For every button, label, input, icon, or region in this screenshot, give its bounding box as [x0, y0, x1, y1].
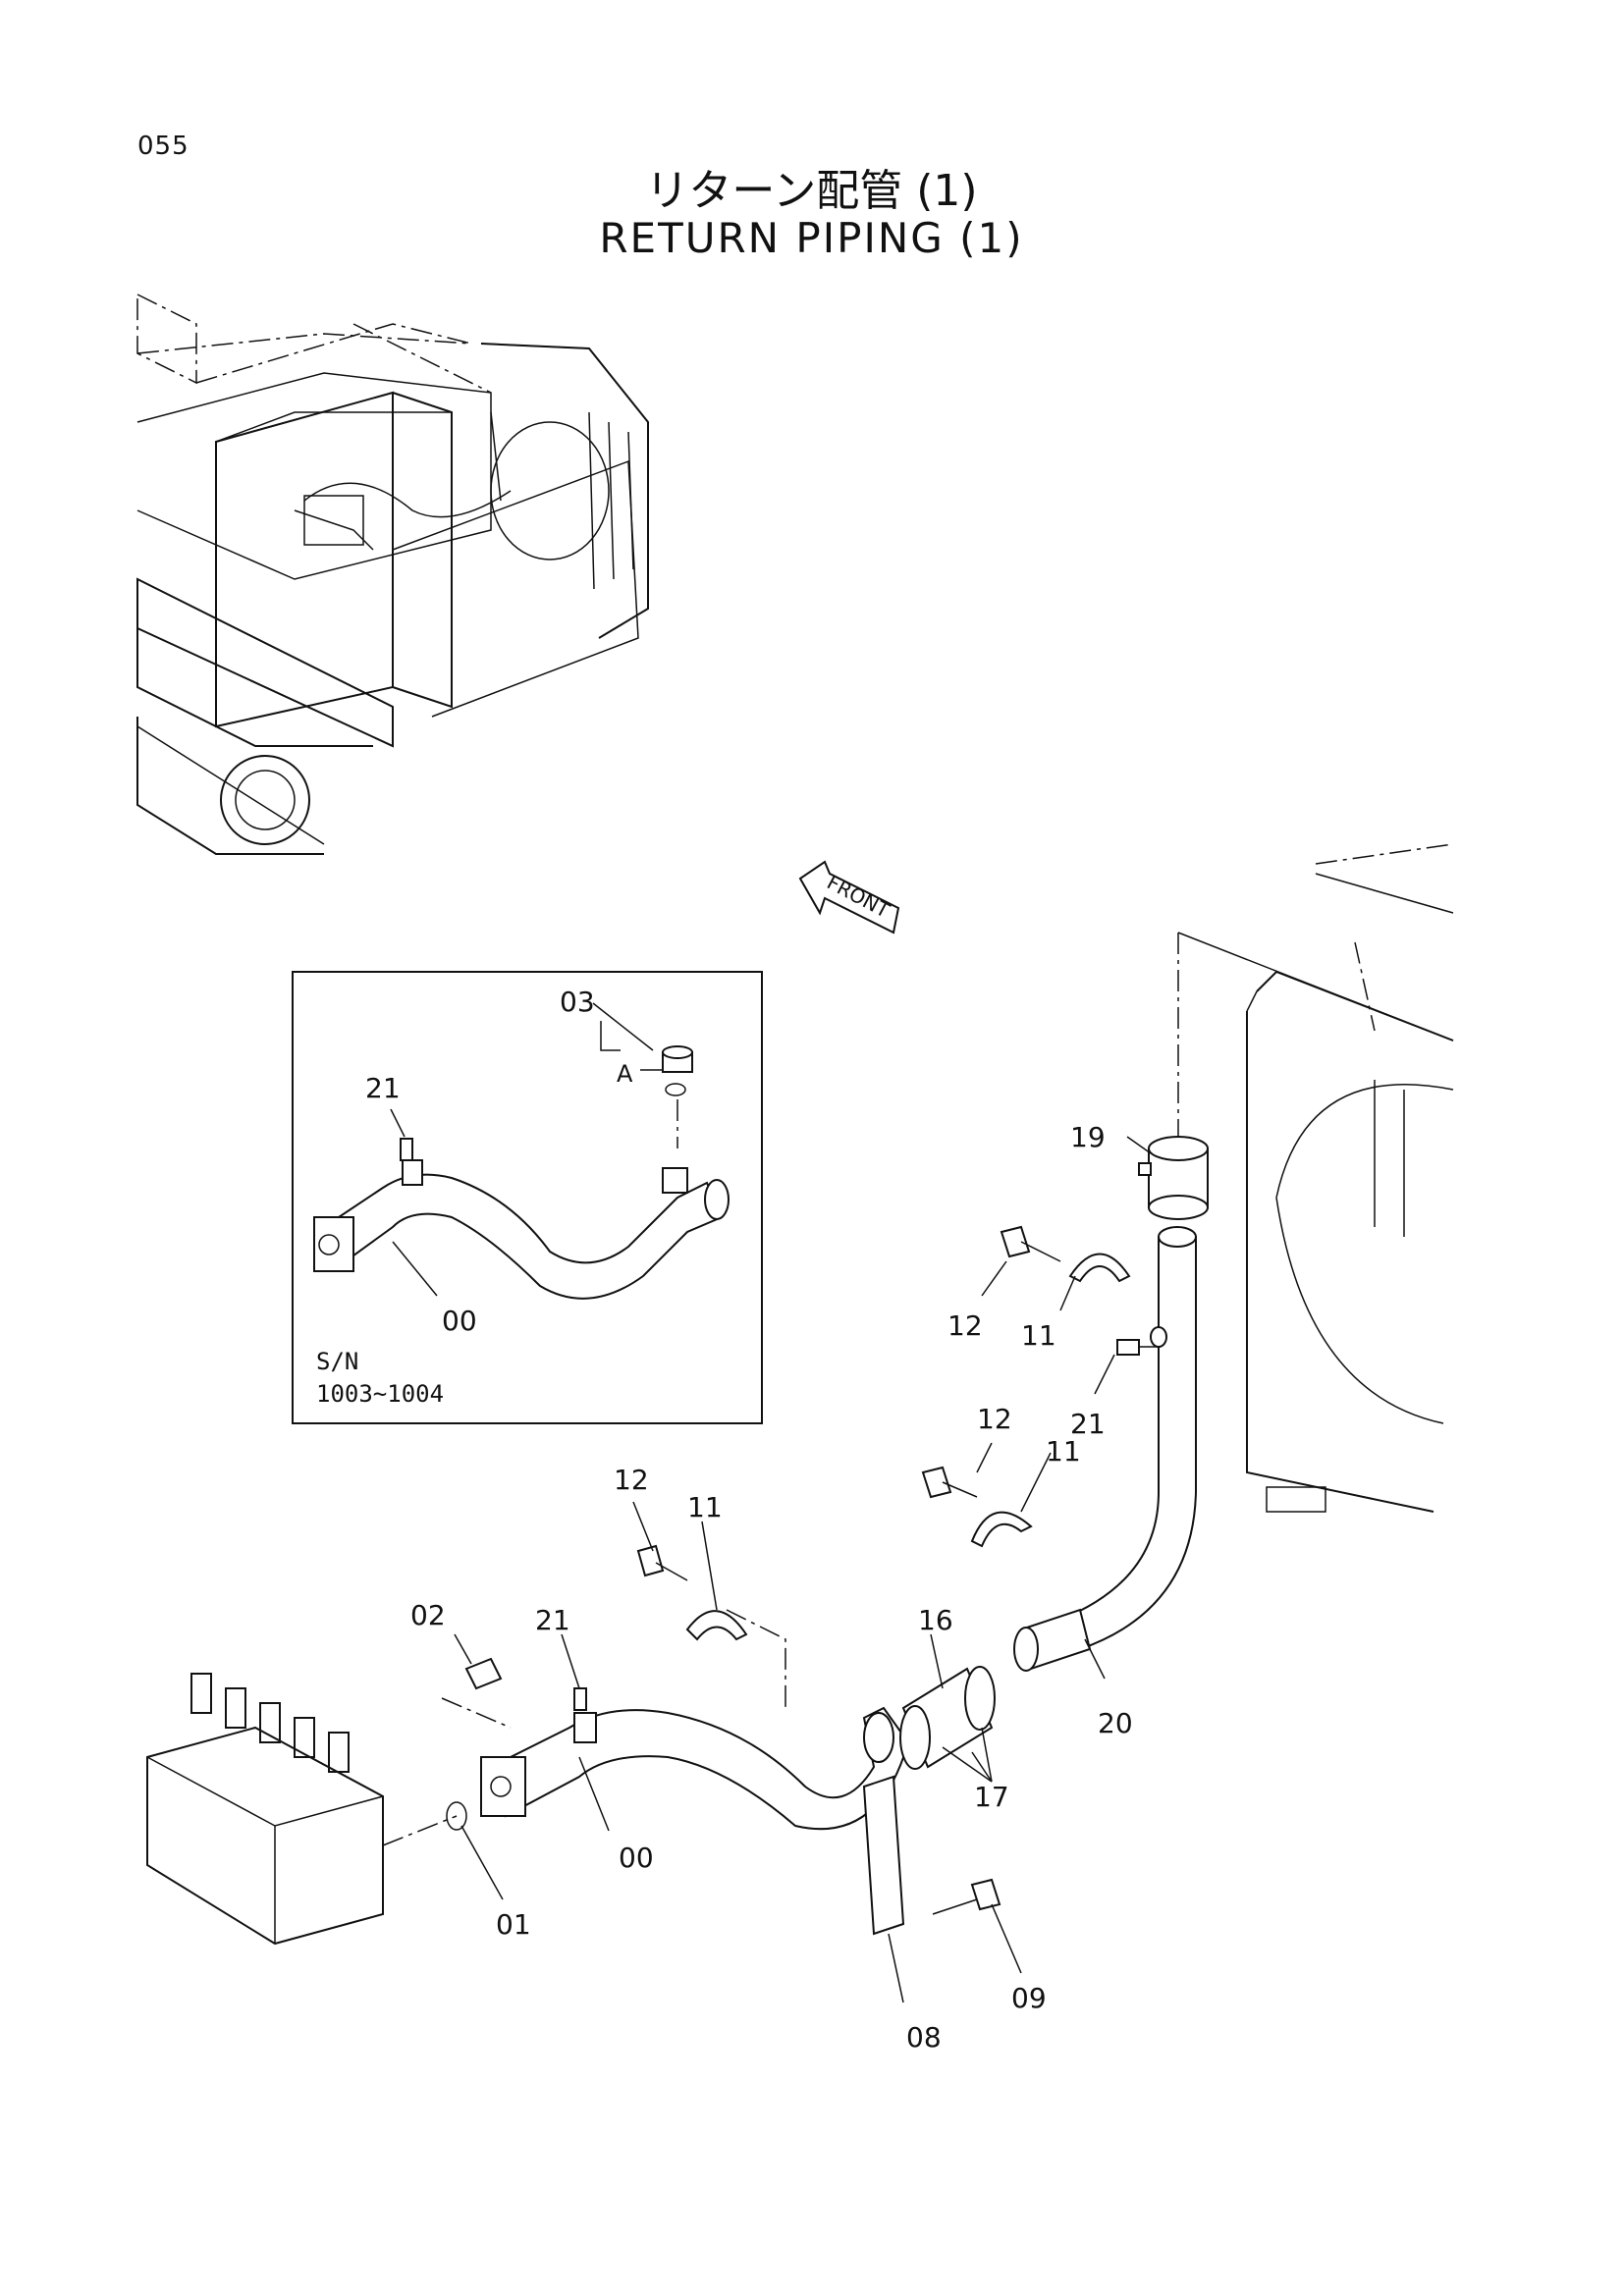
inset-callout-00: 00 [442, 1305, 477, 1337]
leader-lines [454, 1136, 1152, 2003]
callout-numbers: 19 12 11 21 12 11 12 11 02 21 16 20 17 0… [410, 1121, 1133, 2054]
callout-11-upper: 11 [1021, 1319, 1056, 1352]
inset-view-label-a: A [617, 1060, 633, 1088]
inset-callout-21: 21 [365, 1072, 401, 1104]
page-number: 055 [137, 132, 189, 161]
title-english: RETURN PIPING (1) [599, 214, 1024, 262]
callout-21-right: 21 [1070, 1408, 1106, 1440]
hose-band-19 [1138, 1136, 1209, 1220]
callout-12-upper: 12 [947, 1309, 983, 1342]
hydraulic-tank [1177, 843, 1454, 1513]
inset-callout-03: 03 [560, 986, 595, 1018]
callout-09: 09 [1011, 1982, 1047, 2014]
callout-01: 01 [496, 1908, 531, 1941]
callout-02: 02 [410, 1599, 446, 1631]
callout-16: 16 [918, 1604, 953, 1636]
inset-sn-range: 1003~1004 [316, 1380, 444, 1408]
callout-19: 19 [1070, 1121, 1106, 1153]
inset-box: 03 A 21 00 S/N 1003~1004 [292, 971, 763, 1424]
title-japanese: リターン配管 (1) [645, 166, 978, 216]
inset-plug-icon [662, 1045, 693, 1096]
inset-sn-label: S/N [316, 1348, 358, 1375]
callout-21-left: 21 [535, 1604, 570, 1636]
callout-11-middle: 11 [1046, 1435, 1081, 1468]
callout-12-middle: 12 [977, 1403, 1012, 1435]
control-valve [146, 1673, 458, 1946]
hose-16 [899, 1666, 996, 1770]
callout-11-left: 11 [687, 1491, 723, 1523]
callout-00: 00 [619, 1842, 654, 1874]
callout-08: 08 [906, 2021, 942, 2054]
callout-17: 17 [974, 1781, 1009, 1813]
front-direction-arrow: FRONT [798, 860, 900, 934]
callout-20: 20 [1098, 1707, 1133, 1739]
return-pipe-assembly [441, 1136, 1209, 1936]
machine-overview [136, 293, 649, 855]
callout-12-left: 12 [614, 1464, 649, 1496]
